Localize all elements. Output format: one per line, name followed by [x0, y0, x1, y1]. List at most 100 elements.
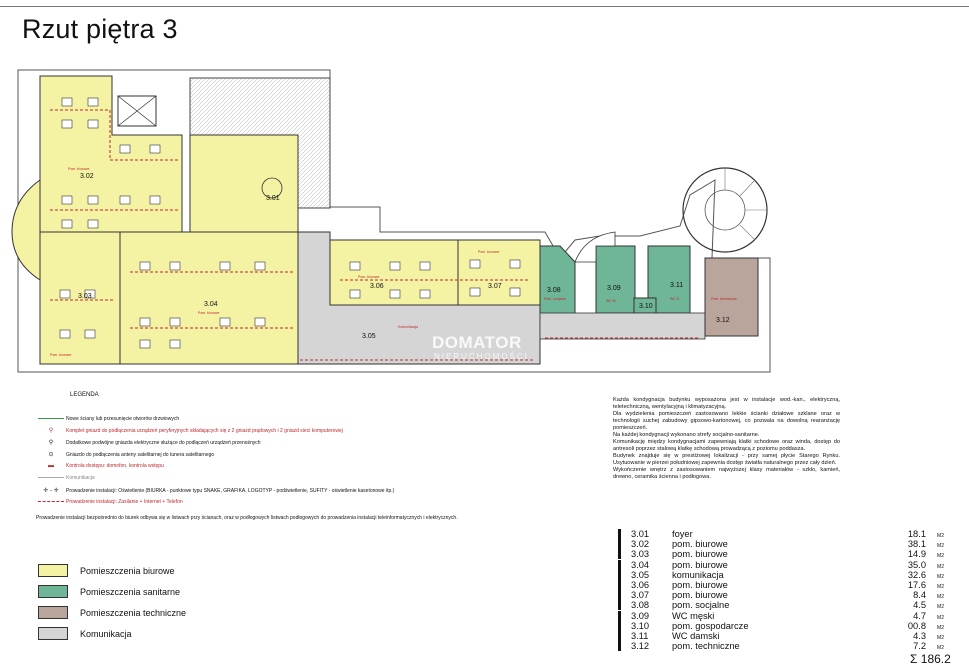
legend-text: Komplet gniazd do podłączenia urządzeń p…: [66, 427, 343, 434]
round-tower-inner: [704, 189, 746, 231]
watermark-sub: NIERUCHOMOŚCI: [434, 352, 529, 361]
category-label: Pomieszczenia biurowe: [80, 565, 175, 576]
plan-sub-wcd: WC D: [670, 297, 680, 301]
antenna-icon: ⊙: [48, 452, 54, 458]
plan-sub-office-307: Pom. biurowe: [478, 250, 499, 254]
legend-text: Nowe ściany lub przesunięcie otworów drz…: [66, 416, 180, 422]
legend-note: Prowadzenie instalacji bezpośrednio do b…: [36, 515, 458, 521]
plan-sub-office-306: Pom. biurowe: [358, 275, 379, 279]
category-communication: Komunikacja: [38, 623, 186, 644]
double-socket-icon: ⚲: [48, 440, 54, 446]
desc-paragraph: Dla wydzielenia pomieszczeń zastosowano …: [613, 411, 840, 431]
plan-label-312: 3.12: [716, 317, 730, 324]
desc-paragraph: Każda kondygnacja budynku wyposażona jes…: [613, 397, 840, 410]
swatch-sanitary: [38, 585, 68, 598]
plan-label-307: 3.07: [488, 283, 502, 290]
socket-icon: ⚲: [48, 428, 54, 434]
legend-item-new-walls: Nowe ściany lub przesunięcie otworów drz…: [36, 416, 179, 422]
category-sanitary: Pomieszczenia sanitarne: [38, 581, 186, 602]
room-302: [39, 75, 183, 233]
legend-text: Gniazdo do podłączenia anteny satelitarn…: [66, 451, 215, 458]
plan-sub-social: Pom. socjalne: [544, 297, 566, 301]
plan-label-311: 3.11: [670, 282, 683, 289]
total-value: 186.2: [920, 652, 951, 666]
total-area: Σ 186.2: [910, 652, 951, 666]
category-legend: Pomieszczenia biurowe Pomieszczenia sani…: [38, 560, 186, 644]
plan-sub-wcm: WC M: [606, 299, 616, 303]
installation-lines: [50, 109, 700, 361]
legend-item-power-line: Prowadzenie instalacji: Zasilanie + Inte…: [36, 499, 183, 505]
green-line-icon: [38, 417, 64, 419]
legend-text: Kontrola dostępu: domofon, kontrola wstę…: [66, 463, 164, 469]
desc-paragraph: Wykończenie wnętrz z zastosowaniem najwy…: [613, 467, 840, 480]
legend-item-double-socket: ⚲ Dodatkowe podwójne gniazda elektryczne…: [36, 439, 261, 447]
plan-sub-office-302: Pom. biurowe: [68, 167, 89, 171]
category-office: Pomieszczenia biurowe: [38, 560, 186, 581]
desks: [59, 97, 521, 349]
category-label: Pomieszczenia techniczne: [80, 607, 187, 618]
plan-label-304: 3.04: [204, 301, 218, 308]
plan-label-309: 3.09: [607, 285, 621, 292]
access-control-icon: ▬: [48, 463, 54, 469]
swatch-communication: [38, 627, 68, 640]
legend-text: Prowadzenie instalacji: Zasilanie + Inte…: [66, 499, 183, 505]
room-303: [39, 231, 121, 365]
room-312: [704, 257, 759, 337]
plan-sub-office-304: Pom. biurowe: [198, 311, 219, 315]
legend-heading: LEGENDA: [70, 392, 99, 398]
legend-item-lighting: ✛ - ✛ Prowadzenie instalacji: Oświetleni…: [36, 487, 395, 495]
plan-label-310: 3.10: [639, 303, 653, 310]
category-label: Pomieszczenia sanitarne: [80, 586, 181, 597]
plan-label-306: 3.06: [370, 283, 384, 290]
plan-sub-tech: Pom. techniczne: [711, 297, 737, 301]
legend-text: Dodatkowe podwójne gniazda elektryczne s…: [66, 439, 261, 446]
sum-icon: Σ: [910, 652, 918, 666]
red-dashed-line-icon: [38, 500, 64, 502]
building-outline: [17, 69, 771, 373]
legend-text: Prowadzenie instalacji: Oświetlenie (BIU…: [66, 487, 395, 494]
swatch-office: [38, 564, 68, 577]
legend-item-socket-set: ⚲ Komplet gniazd do podłączenia urządzeń…: [36, 427, 343, 435]
page-title: Rzut piętra 3: [22, 14, 178, 44]
swatch-technical: [38, 606, 68, 619]
desc-paragraph: Budynek znajduje się w prestiżowej lokal…: [613, 453, 840, 466]
legend-item-access: ▬ Kontrola dostępu: domofon, kontrola ws…: [36, 463, 164, 469]
category-technical: Pomieszczenia techniczne: [38, 602, 186, 623]
tower-steps: [724, 168, 767, 241]
plan-label-308: 3.08: [547, 287, 561, 294]
bay-right: [574, 231, 616, 263]
plan-sub-komunikacja: Komunikacja: [398, 325, 418, 329]
lighting-icon: ✛ - ✛: [43, 488, 59, 494]
elevator-cross: [117, 95, 157, 127]
plan-label-303: 3.03: [78, 293, 92, 300]
top-border-line: [0, 6, 969, 7]
plan-label-302: 3.02: [80, 173, 94, 180]
plan-label-301: 3.01: [266, 195, 280, 202]
foyer-table: [261, 177, 283, 199]
legend-item-communication: Komunikacja: [36, 475, 95, 481]
corridor-right: [539, 312, 706, 340]
building-description: Każda kondygnacja budynku wyposażona jes…: [613, 397, 840, 481]
category-label: Komunikacja: [80, 628, 132, 639]
plan-label-305: 3.05: [362, 333, 376, 340]
legend-text: Komunikacja: [66, 475, 95, 481]
desc-paragraph: Komunikację między kondygnacjami zapewni…: [613, 439, 840, 452]
desc-paragraph: Na każdej kondygnacji wykonano strefy so…: [613, 432, 760, 438]
legend-item-antenna: ⊙ Gniazdo do podłączenia anteny satelita…: [36, 451, 215, 459]
plan-sub-office-303: Pom. biurowe: [50, 353, 71, 357]
bay-window: [11, 179, 41, 281]
